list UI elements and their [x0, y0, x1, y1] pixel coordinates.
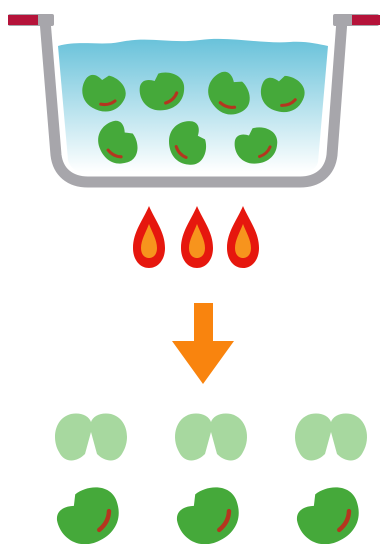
pot-beans: [82, 71, 305, 165]
pot-body: [39, 14, 348, 188]
burner-flames: [133, 206, 259, 268]
whole-bean: [57, 487, 119, 544]
whole-bean: [177, 487, 239, 544]
flame-icon: [133, 206, 165, 268]
whole-bean: [297, 487, 359, 544]
pot-bean: [139, 72, 185, 111]
pot-bean: [208, 71, 250, 115]
flame-icon: [181, 206, 213, 268]
pot-handle-right: [352, 15, 380, 25]
split-bean: [295, 413, 367, 461]
pot-bean: [98, 120, 138, 164]
pot-bean: [260, 75, 305, 113]
pot-bean: [168, 121, 207, 165]
flame-icon: [227, 206, 259, 268]
split-beans-row: [55, 413, 367, 461]
pot-bean: [234, 127, 278, 164]
pot-bean: [82, 74, 126, 112]
split-bean: [175, 413, 247, 461]
whole-beans-row: [57, 487, 359, 544]
down-arrow-icon: [172, 303, 234, 384]
pot-handle-left: [8, 15, 38, 25]
split-bean: [55, 413, 127, 461]
